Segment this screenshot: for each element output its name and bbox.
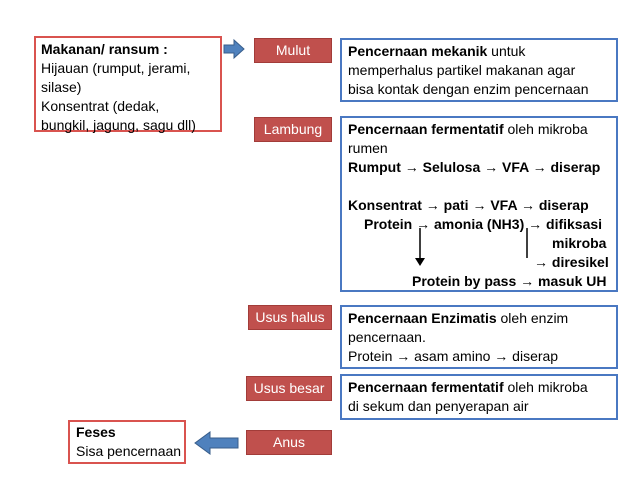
mulut-desc-bold: Pencernaan mekanik <box>348 43 488 59</box>
mulut-desc-line-3: bisa kontak dengan enzim pencernaan <box>348 81 589 97</box>
lambung-desc-bold: Pencernaan fermentatif <box>348 121 504 137</box>
usus-halus-desc-line-3: Protein → asam amino → diserap <box>348 348 559 364</box>
diresikel-label: → diresikel <box>534 254 609 270</box>
feed-title: Makanan/ ransum : <box>41 41 168 57</box>
feed-line-3: Konsentrat (dedak, <box>41 98 160 114</box>
organ-usus-halus: Usus halus <box>248 305 332 330</box>
usus-besar-desc-rest: oleh mikroba <box>503 379 588 395</box>
mulut-desc-rest: untuk <box>487 43 526 59</box>
protein-pathway: Protein → amonia (NH3) → difiksasi <box>364 216 603 232</box>
konsentrat-pathway: Konsentrat → pati → VFA → diserap <box>348 197 589 213</box>
right-arrow-icon <box>223 38 245 60</box>
usus-besar-desc-bold: Pencernaan fermentatif <box>348 379 504 395</box>
recycle-connector-icon <box>526 228 528 258</box>
organ-usus-besar: Usus besar <box>246 376 332 401</box>
feed-line-2: silase) <box>41 79 82 95</box>
organ-lambung: Lambung <box>254 117 332 142</box>
lambung-desc-rest: oleh mikroba <box>503 121 588 137</box>
feed-input-box: Makanan/ ransum : Hijauan (rumput, jeram… <box>34 36 222 133</box>
usus-besar-desc-line-2: di sekum dan penyerapan air <box>348 398 529 414</box>
usus-halus-desc-bold: Pencernaan Enzimatis <box>348 310 497 326</box>
lambung-desc-line-2: rumen <box>348 140 388 156</box>
bypass-pathway: Protein by pass → masuk UH <box>412 273 607 289</box>
organ-anus: Anus <box>246 430 332 455</box>
bypass-connector-icon <box>415 228 425 266</box>
usus-besar-description: Pencernaan fermentatif oleh mikroba di s… <box>340 374 618 420</box>
feed-line-1: Hijauan (rumput, jerami, <box>41 60 191 76</box>
feses-title: Feses <box>76 424 116 440</box>
usus-halus-desc-line-2: pencernaan. <box>348 329 426 345</box>
left-arrow-icon <box>194 431 239 455</box>
usus-halus-description: Pencernaan Enzimatis oleh enzim pencerna… <box>340 305 618 369</box>
mulut-description: Pencernaan mekanik untuk memperhalus par… <box>340 38 618 102</box>
rumput-pathway: Rumput → Selulosa → VFA → diserap <box>348 159 601 175</box>
organ-mulut: Mulut <box>254 38 332 63</box>
feses-output-box: Feses Sisa pencernaan <box>68 420 186 464</box>
mikroba-label: mikroba <box>552 235 607 251</box>
feed-line-4: bungkil, jagung, sagu dll) <box>41 117 196 133</box>
feses-line-1: Sisa pencernaan <box>76 443 182 459</box>
mulut-desc-line-2: memperhalus partikel makanan agar <box>348 62 576 78</box>
lambung-description: Pencernaan fermentatif oleh mikroba rume… <box>340 116 618 292</box>
usus-halus-desc-rest: oleh enzim <box>496 310 569 326</box>
